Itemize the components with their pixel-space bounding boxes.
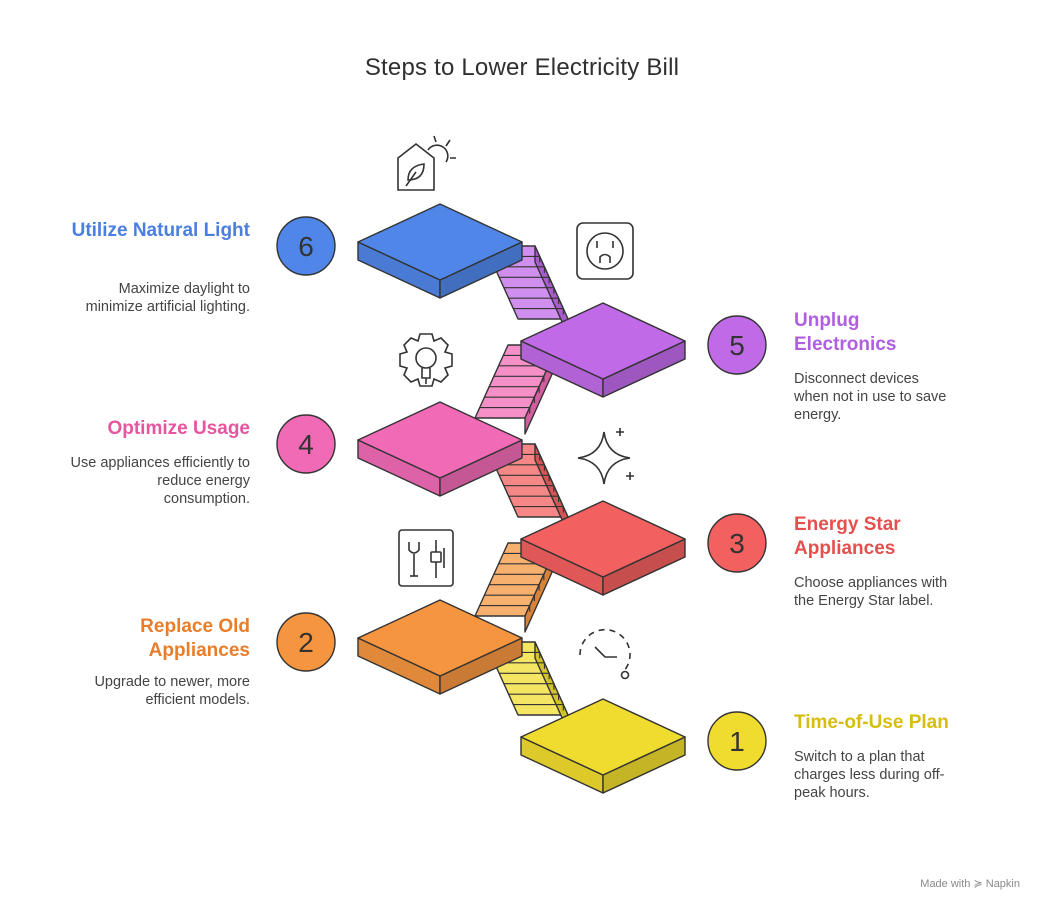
outlet-icon [576,222,634,280]
step-1-number-text: 1 [729,726,745,757]
sparkle-icon [577,428,634,485]
step-2-desc: Upgrade to newer, more efficient models. [94,674,250,708]
step-5-number: 5 [707,315,767,375]
step-numbers: 1 2 3 4 5 6 [276,216,767,771]
sun-house-icon [397,135,456,191]
step-4-heading: Optimize Usage [107,418,250,439]
platforms [357,203,686,794]
napkin-credit: Made with ≽ Napkin [920,878,1020,890]
step-1-number: 1 [707,711,767,771]
step-3-number-text: 3 [729,528,745,559]
platform-4 [357,401,523,497]
tools-icon [398,529,454,587]
step-3-heading: Energy Star Appliances [794,514,901,559]
step-4-number: 4 [276,414,336,474]
platform-3 [520,500,686,596]
step-5-desc: Disconnect devices when not in use to sa… [794,371,947,423]
gear-bulb-icon [399,333,453,387]
step-6-number: 6 [276,216,336,276]
step-4-number-text: 4 [298,429,314,460]
clock-icon [579,628,631,680]
step-6-heading: Utilize Natural Light [71,220,250,241]
step-2-number-text: 2 [298,627,314,658]
step-4-desc: Use appliances efficiently to reduce ene… [70,455,250,507]
step-3-desc: Choose appliances with the Energy Star l… [794,575,948,609]
step-2-heading: Replace Old Appliances [140,616,250,661]
platform-5 [520,302,686,398]
step-5-heading: Unplug Electronics [794,310,897,355]
step-5-number-text: 5 [729,330,745,361]
step-1-desc: Switch to a plan that charges less durin… [794,749,945,801]
icons [397,135,634,680]
step-3-number: 3 [707,513,767,573]
platform-1 [520,698,686,794]
step-1-heading: Time-of-Use Plan [794,712,949,733]
step-6-number-text: 6 [298,231,314,262]
platform-2 [357,599,523,695]
step-2-number: 2 [276,612,336,672]
step-6-desc: Maximize daylight to minimize artificial… [85,281,250,315]
page-title: Steps to Lower Electricity Bill [364,54,680,81]
platform-6 [357,203,523,299]
